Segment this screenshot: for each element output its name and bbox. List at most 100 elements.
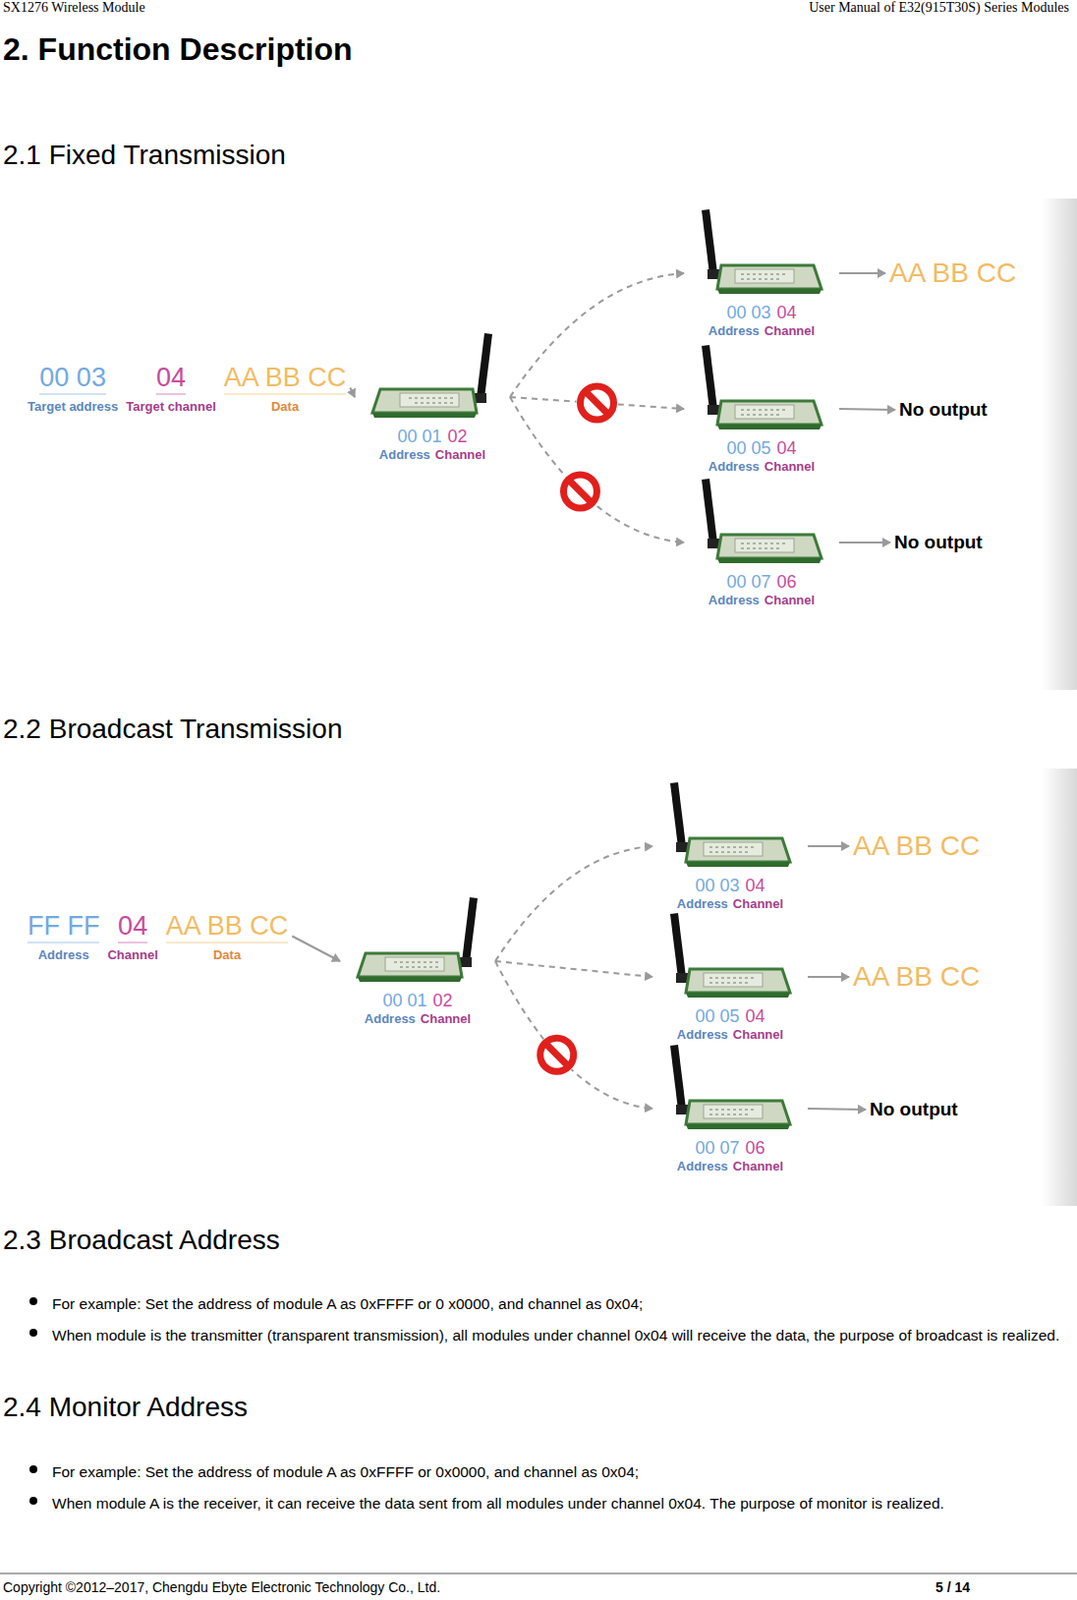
bullet-dot: [29, 1496, 38, 1505]
image-edge-shade: [1041, 768, 1077, 1206]
address-row: 00 0706: [656, 1137, 804, 1159]
image-edge-shade: [1041, 198, 1077, 690]
address-value: 00 07: [726, 571, 771, 593]
bullet-dot: [29, 1297, 38, 1305]
address-row: 00 05 04: [656, 1006, 804, 1027]
address-row: 00 01 02: [358, 426, 507, 448]
address-caption: Address: [708, 592, 760, 608]
address-caption: Address: [677, 1158, 729, 1174]
radio-link: [495, 961, 653, 1109]
radio-link: [510, 396, 684, 543]
channel-value: 04: [777, 302, 797, 324]
page-number: 5 / 14: [935, 1579, 970, 1595]
channel-caption: Channel: [420, 1011, 471, 1026]
address-row: 00 07 06: [687, 571, 836, 593]
packet-field: FF FFAddress: [27, 909, 100, 963]
prohibition-sign: [576, 382, 619, 424]
packet-field: AA BB CC Data: [166, 909, 289, 963]
address-caption: Address: [677, 896, 729, 911]
radio-link: [495, 961, 653, 977]
address-row: 00 01 02: [343, 990, 492, 1012]
bullet-text: When module is the transmitter (transpar…: [52, 1321, 1073, 1350]
footer-rule: [0, 1573, 1077, 1575]
data-packet: FF FFAddress04ChannelAA BB CCData: [27, 909, 288, 963]
wireless-module: 00 01 02AddressChannel: [343, 896, 492, 1026]
address-value: 00 05: [694, 1006, 739, 1027]
field-value: 04: [117, 909, 148, 944]
module-illustration: [656, 781, 804, 872]
field-value: FF FF: [27, 909, 100, 944]
radio-link: [495, 846, 653, 962]
section-heading: 2.1 Fixed Transmission: [2, 139, 286, 171]
no-output: No output: [869, 1097, 959, 1122]
field-name: Channel: [107, 947, 158, 963]
address-value: 00 05: [726, 438, 771, 459]
address-row: 00 0304: [656, 875, 804, 897]
channel-caption: Channel: [764, 592, 815, 608]
address-caption-row: AddressChannel: [687, 323, 836, 339]
wireless-module: 00 0706AddressChannel: [687, 477, 836, 608]
header-left: SX1276 Wireless Module: [2, 0, 146, 16]
address-caption: Address: [708, 458, 760, 474]
address-value: 00 01: [396, 426, 442, 448]
module-illustration: [687, 343, 836, 435]
address-caption-row: AddressChannel: [656, 1158, 804, 1174]
module-illustration: [358, 332, 507, 423]
section-heading: 2.2 Broadcast Transmission: [2, 713, 343, 745]
address-value: 00 07: [694, 1137, 739, 1159]
bullet-dot: [29, 1328, 38, 1337]
address-caption-row: AddressChannel: [687, 592, 836, 608]
channel-value: 06: [777, 571, 797, 593]
prohibition-sign: [559, 470, 601, 512]
radio-link: [510, 273, 684, 397]
module-illustration: [656, 1043, 804, 1134]
channel-caption: Channel: [435, 447, 486, 462]
data-arrow: [807, 975, 850, 978]
field-name: Data: [271, 398, 299, 414]
channel-caption: Channel: [733, 1158, 784, 1174]
channel-value: 02: [448, 426, 468, 448]
output-text: AA BB CC: [852, 961, 980, 993]
channel-value: 02: [433, 990, 454, 1012]
prohibition-sign: [536, 1033, 578, 1076]
field-value: AA BB CC: [224, 361, 347, 396]
field-value: AA BB CC: [166, 909, 289, 944]
bullet-text: For example: Set the address of module A…: [52, 1458, 1073, 1486]
field-name: Data: [213, 947, 241, 963]
output-text: No output: [869, 1097, 959, 1122]
output-text: AA BB CC: [889, 257, 1017, 289]
packet-field: 04Channel: [107, 909, 158, 963]
packet-field: AA BB CC Data: [224, 361, 347, 414]
no-output: No output: [894, 530, 983, 555]
address-caption-row: AddressChannel: [358, 447, 507, 462]
header-right: User Manual of E32(915T30S) Series Modul…: [808, 0, 1070, 16]
output-text: No output: [894, 530, 983, 555]
address-caption-row: AddressChannel: [343, 1011, 492, 1026]
page-title: 2. Function Description: [2, 31, 353, 68]
field-value: 04: [156, 361, 186, 396]
data-arrow: [807, 845, 850, 848]
channel-value: 04: [745, 1006, 766, 1027]
channel-caption: Channel: [733, 896, 784, 911]
bullet-text: When module A is the receiver, it can re…: [52, 1489, 1073, 1518]
data-arrow: [807, 1108, 866, 1110]
address-row: 00 0504: [687, 438, 836, 459]
module-illustration: [687, 208, 836, 299]
address-caption: Address: [708, 323, 760, 339]
wireless-module: 00 0504AddressChannel: [687, 343, 836, 474]
data-packet: 00 03Target address04Target channelAA BB…: [27, 361, 346, 414]
address-caption-row: AddressChannel: [687, 458, 836, 474]
wireless-module: 00 0504AddressChannel: [656, 911, 804, 1042]
data-arrow: [349, 388, 355, 398]
address-value: 00 01: [382, 990, 427, 1012]
bullet-text: For example: Set the address of module A…: [52, 1290, 1073, 1318]
data-arrow: [839, 408, 896, 410]
data-arrow: [291, 936, 341, 963]
output-text: No output: [899, 397, 988, 422]
address-value: 00 03: [726, 302, 771, 324]
wireless-module: 00 0304Address Channel: [656, 781, 804, 911]
data-arrow: [839, 272, 886, 275]
packet-field: 04Target channel: [125, 361, 217, 414]
